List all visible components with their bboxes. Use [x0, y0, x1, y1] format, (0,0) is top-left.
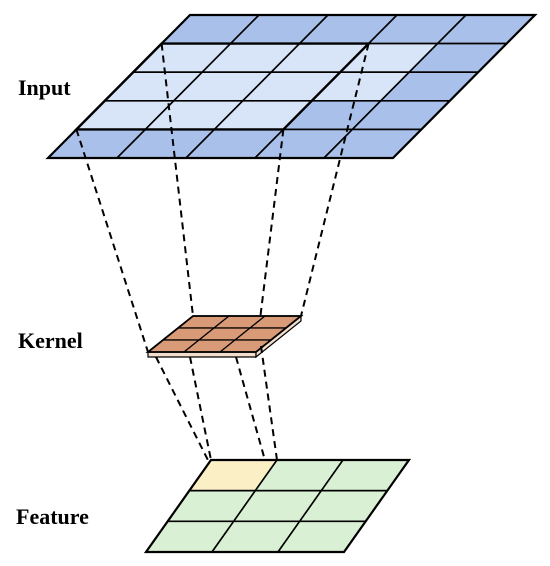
kernel-outline: [145, 315, 304, 353]
connector-lines-input-kernel: [75, 43, 370, 353]
connector-line: [189, 356, 212, 461]
input-label: Input: [18, 75, 71, 100]
connector-lines-kernel-feature: [155, 345, 278, 484]
feature-outline: [143, 458, 412, 554]
connector-line: [300, 43, 370, 317]
feature-label: Feature: [16, 504, 89, 529]
connector-line: [160, 43, 194, 317]
connector-line: [260, 345, 278, 461]
feature-grid: [143, 458, 412, 554]
connector-line: [235, 356, 269, 469]
kernel-label: Kernel: [18, 328, 83, 353]
input-grid: [45, 13, 538, 160]
kernel-grid: [145, 314, 304, 359]
connector-line: [255, 129, 285, 353]
connector-line: [75, 129, 149, 353]
